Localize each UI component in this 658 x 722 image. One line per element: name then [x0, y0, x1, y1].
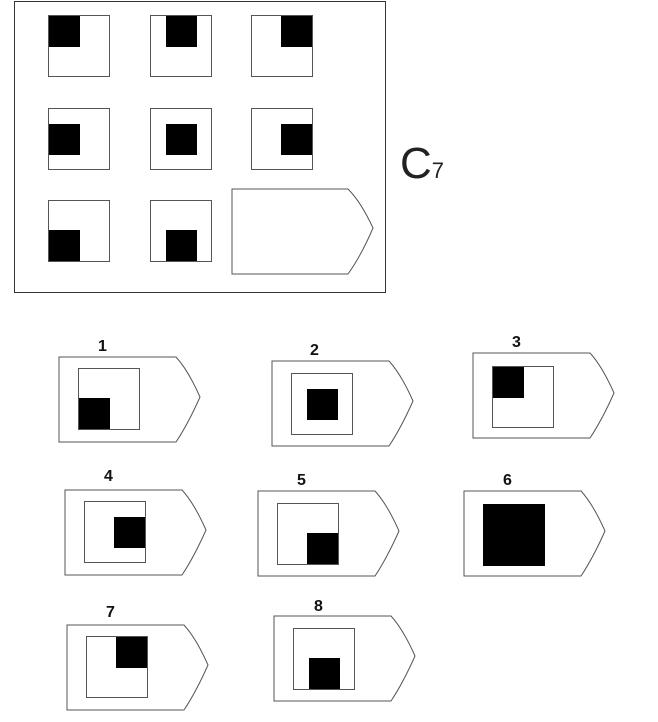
matrix-cell-5: [150, 108, 212, 170]
title-number: 7: [431, 158, 445, 183]
black-square: [49, 124, 80, 155]
black-square: [493, 367, 524, 398]
matrix-cell-6: [251, 108, 313, 170]
puzzle-matrix: [14, 1, 386, 293]
black-square: [483, 504, 545, 566]
option-label: 5: [297, 472, 306, 489]
option-label: 2: [310, 342, 319, 359]
black-square: [281, 124, 312, 155]
option-cell: [86, 636, 148, 698]
puzzle-title: C7: [400, 142, 444, 186]
black-square: [49, 16, 80, 47]
option-label: 6: [503, 472, 512, 489]
black-square: [281, 16, 312, 47]
option-3[interactable]: [472, 352, 617, 440]
option-label: 1: [98, 338, 107, 355]
matrix-cell-4: [48, 108, 110, 170]
option-7[interactable]: [66, 624, 211, 712]
black-square: [166, 16, 197, 47]
option-6[interactable]: [463, 490, 608, 578]
option-1[interactable]: [58, 356, 203, 444]
black-square: [116, 637, 147, 668]
option-label: 7: [106, 604, 115, 621]
black-square: [79, 398, 110, 429]
option-cell: [291, 373, 353, 435]
black-square: [49, 230, 80, 261]
option-2[interactable]: [271, 360, 416, 448]
matrix-cell-7: [48, 200, 110, 262]
black-square: [166, 124, 197, 155]
option-cell: [293, 628, 355, 690]
black-square: [307, 533, 338, 564]
matrix-cell-3: [251, 15, 313, 77]
matrix-cell-8: [150, 200, 212, 262]
option-cell: [492, 366, 554, 428]
option-5[interactable]: [257, 490, 402, 578]
option-cell: [78, 368, 140, 430]
option-cell: [277, 503, 339, 565]
matrix-cell-1: [48, 15, 110, 77]
missing-piece-slot: [231, 188, 374, 275]
black-square: [166, 230, 197, 261]
option-label: 3: [512, 334, 521, 351]
black-square: [309, 658, 340, 689]
option-cell: [84, 501, 146, 563]
black-square: [307, 389, 338, 420]
option-4[interactable]: [64, 489, 209, 577]
title-letter: C: [400, 139, 432, 188]
option-label: 4: [104, 468, 113, 485]
option-label: 8: [314, 598, 323, 615]
option-8[interactable]: [273, 615, 418, 703]
black-square: [114, 517, 145, 548]
matrix-cell-2: [150, 15, 212, 77]
